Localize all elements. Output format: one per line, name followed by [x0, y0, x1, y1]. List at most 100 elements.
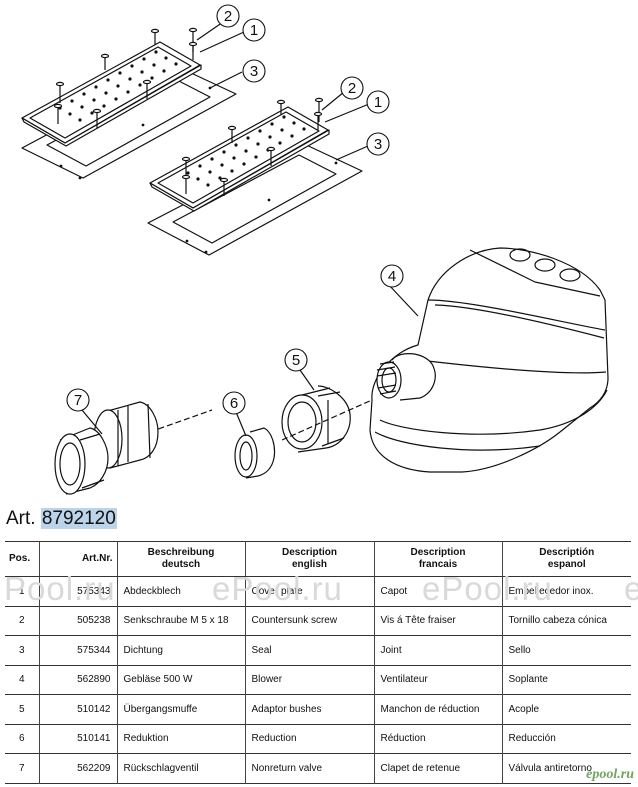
cell-spanish: Reducción: [501, 723, 631, 754]
article-line: Art. 8792120: [6, 508, 117, 530]
svg-text:3: 3: [374, 136, 382, 153]
col-header-english: Description english: [244, 541, 374, 577]
table-row: 6 510141 Reduktion Reduction Réduction R…: [5, 723, 631, 754]
callout-blower: 4: [380, 264, 404, 288]
cell-art-nr: 562209: [38, 753, 117, 783]
parts-table: Pos. Art.Nr. Beschreibung deutsch Descri…: [5, 541, 631, 784]
cell-spanish: Sello: [501, 635, 631, 665]
col-header-art-nr: Art.Nr.: [38, 541, 117, 577]
upper-cover-plate: [21, 41, 202, 147]
cell-french: Vis á Tête fraiser: [373, 605, 502, 636]
cell-french: Réduction: [373, 723, 502, 754]
nonreturn-valve: [54, 401, 159, 495]
callout-upper-screw: 2: [216, 4, 240, 28]
col-header-spanish-line2: espanol: [547, 559, 586, 570]
cell-art-nr: 510141: [38, 723, 117, 754]
callout-lower-screw: 2: [340, 76, 364, 100]
cell-spanish: Soplante: [501, 664, 631, 695]
table-row: 4 562890 Gebläse 500 W Blower Ventilateu…: [5, 664, 631, 695]
col-header-english-line1: Description: [281, 547, 337, 558]
cell-german: Rückschlagventil: [116, 753, 245, 783]
cell-german: Senkschraube M 5 x 18: [116, 605, 245, 636]
epool-logo: epool.ru: [586, 767, 634, 782]
callout-lower-plate: 1: [366, 90, 390, 114]
lower-plate-holes: [186, 115, 306, 187]
cell-pos: 3: [5, 635, 39, 665]
cell-art-nr: 575344: [38, 635, 117, 665]
cell-art-nr: 575343: [38, 576, 117, 606]
blower-outlet-thread: [376, 353, 436, 401]
cell-art-nr: 562890: [38, 664, 117, 695]
cell-english: Adaptor bushes: [244, 694, 374, 724]
cell-french: Capot: [373, 576, 502, 606]
cell-spanish: Embellecedor inox.: [501, 576, 631, 606]
article-number[interactable]: 8792120: [40, 508, 117, 529]
svg-text:7: 7: [74, 392, 82, 409]
col-header-french-line1: Description: [410, 547, 466, 558]
exploded-parts-drawing: 2 1 3 2 1 3 4 5: [21, 4, 609, 495]
col-header-german-line1: Beschreibung: [147, 547, 215, 558]
svg-text:5: 5: [292, 352, 300, 369]
lower-screws: [181, 97, 324, 196]
cell-english: Reduction: [244, 723, 374, 754]
col-header-german-line2: deutsch: [161, 559, 201, 570]
cell-pos: 1: [18, 585, 25, 597]
cell-english: Countersunk screw: [244, 605, 374, 636]
svg-text:3: 3: [250, 63, 258, 80]
col-header-french-line2: francais: [418, 559, 458, 570]
callout-valve: 7: [66, 388, 90, 412]
table-row: 2 505238 Senkschraube M 5 x 18 Countersu…: [5, 605, 631, 636]
col-header-spanish-line1: Descriptión: [539, 547, 595, 558]
cell-french: Joint: [373, 635, 502, 665]
table-header-row: Pos. Art.Nr. Beschreibung deutsch Descri…: [5, 541, 631, 577]
col-header-spanish: Descriptión espanol: [501, 541, 631, 577]
table-row: 7 562209 Rückschlagventil Nonreturn valv…: [5, 753, 631, 783]
callout-upper-plate: 1: [242, 18, 266, 42]
cell-english: Cover plate: [244, 576, 374, 606]
cell-german: Dichtung: [116, 635, 245, 665]
lower-cover-plate: [149, 106, 330, 212]
col-header-pos: Pos.: [5, 541, 39, 577]
cell-pos: 5: [5, 694, 39, 724]
cell-spanish: Válvula antiretorno: [501, 753, 631, 783]
cell-pos: 4: [5, 664, 39, 695]
svg-text:2: 2: [224, 8, 232, 25]
reduction-sleeve: [234, 427, 276, 479]
table-row: 1 575343 Abdeckblech Cover plate Capot E…: [5, 576, 631, 606]
callout-adaptor: 5: [284, 348, 308, 372]
cell-english: Seal: [244, 635, 374, 665]
cell-french: Ventilateur: [373, 664, 502, 695]
col-header-french: Description francais: [373, 541, 502, 577]
blower-housing: [369, 247, 609, 473]
col-header-english-line2: english: [291, 559, 327, 570]
cell-pos: 2: [5, 605, 39, 636]
article-prefix: Art.: [6, 508, 36, 529]
cell-german: Gebläse 500 W: [116, 664, 245, 695]
svg-text:1: 1: [250, 22, 258, 39]
cell-english: Nonreturn valve: [244, 753, 374, 783]
callout-upper-seal: 3: [242, 59, 266, 83]
svg-text:1: 1: [374, 94, 382, 111]
cell-pos: 6: [5, 723, 39, 754]
cell-german: Übergangsmuffe: [116, 694, 245, 724]
lower-seal-holes: [185, 161, 338, 254]
table-row: 3 575344 Dichtung Seal Joint Sello: [5, 635, 631, 665]
svg-text:4: 4: [388, 268, 396, 285]
cell-french: Manchon de réduction: [373, 694, 502, 724]
adaptor-bush: [281, 385, 351, 453]
cell-spanish: Acople: [501, 694, 631, 724]
cell-english: Blower: [244, 664, 374, 695]
callout-reduction: 6: [222, 391, 246, 415]
cell-pos: 7: [5, 753, 39, 783]
cell-french: Clapet de retenue: [373, 753, 502, 783]
cell-art-nr: 505238: [38, 605, 117, 636]
svg-text:2: 2: [348, 80, 356, 97]
svg-text:6: 6: [230, 395, 238, 412]
cell-spanish: Tornillo cabeza cónica: [501, 605, 631, 636]
table-row: 5 510142 Übergangsmuffe Adaptor bushes M…: [5, 694, 631, 724]
col-header-german: Beschreibung deutsch: [116, 541, 245, 577]
cell-art-nr: 510142: [38, 694, 117, 724]
cell-german: Reduktion: [116, 723, 245, 754]
callout-lower-seal: 3: [366, 132, 390, 156]
cell-german: Abdeckblech: [116, 576, 245, 606]
